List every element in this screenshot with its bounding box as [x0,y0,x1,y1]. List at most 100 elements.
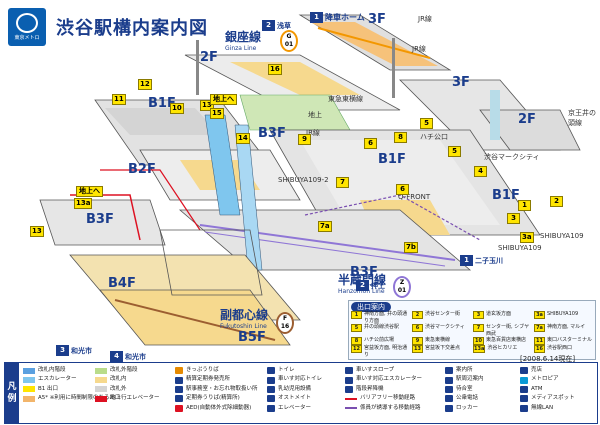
ginza-line-track [317,27,431,59]
header: 東京メトロ 渋谷駅構内案内図 [8,8,208,46]
exit-number: 1 [351,311,362,319]
exit-badge: 3 [507,213,520,224]
barrier-free-route-b2f [100,169,201,231]
exit-badge: 5 [448,146,461,157]
legend-label: AED(自動体外式除細動器) [186,404,252,411]
tokyo-metro-logo: 東京メトロ [8,8,46,46]
legend-swatch [23,395,35,402]
legend-item: AED(自動体外式除細動器) [175,404,258,413]
floor-label-b3f-left: B3F [86,212,114,227]
legend-label: B1 出口 [38,385,59,392]
exit-number: 7 [473,324,484,332]
place-shibuya109_2: SHIBUYA109-2 [278,176,329,184]
legend-item: バリアフリー移動経路 [345,394,422,403]
exit-number: 13a [473,345,486,353]
exit-number: 3a [534,311,545,319]
legend-line-icon [345,407,357,410]
floor-label-b3f-center: B3F [258,126,286,141]
legend-label: エスカレーター [38,376,77,383]
to-ground-label: 地上へ [76,186,103,197]
legend-icon [445,376,453,384]
exit-badge: 2 [550,196,563,207]
exit-badge: 14 [236,133,250,144]
legend-icon [175,395,183,403]
exit-number: 11 [534,337,545,345]
place-qfront: Q-FRONT [398,193,431,201]
legend-item: 係員が誘導する移動経路 [345,404,422,413]
floor-label-b1f-right: B1F [492,188,520,203]
legend-icon [175,376,183,384]
legend-swatch [23,367,35,374]
legend-item: トイレ [267,366,322,375]
legend-label: 乳幼児用設備 [278,385,312,392]
logo-text: 東京メトロ [14,35,40,41]
exit-badge: 11 [112,94,126,105]
legend-item: 改札内階段 [23,366,120,375]
legend-label: A5* ※利用に時間制限のある出口 [38,395,121,402]
direction-number: 2 [262,20,275,31]
legend-icon [445,395,453,403]
exit-number: 6 [412,324,423,332]
exit-text: 東口バスターミナル [547,337,593,343]
ginza-line-label: 銀座線 Ginza Line [225,28,261,52]
legend-item: 公衆電話 [445,394,484,403]
legend-item: 階段昇降機 [345,385,422,394]
exit-badge: 3a [520,232,534,243]
legend-item: 駅周辺案内 [445,375,484,384]
exit-badge: 7b [404,242,418,253]
exit-badge: 8 [394,132,407,143]
legend-item: 案内所 [445,366,484,375]
pillar-2 [392,38,395,98]
direction-text: 和光市 [71,346,92,355]
b1f-left-corridor [105,108,220,135]
exit-text: 渋谷マークシティ [425,324,465,330]
legend-label: 改札外 [110,385,127,392]
legend-col-6: 案内所駅周辺案内待合室公衆電話ロッカー [445,366,484,413]
legend-label: 駅周辺案内 [456,376,484,383]
legend-label: 精算定期券発売所 [186,376,231,383]
exit-number: 13 [412,345,423,353]
floor-label-3f-top: 3F [368,12,386,27]
legend-icon [445,367,453,375]
legend-icon [345,376,353,384]
exit-number: 5 [351,324,362,332]
floor-label-3f-right: 3F [452,75,470,90]
legend-item: ロッカー [445,404,484,413]
legend-icon [175,367,183,375]
legend-item: メディアスポット [520,394,575,403]
exit-text: SHIBUYA109 [547,311,579,317]
metro-m-icon [16,13,38,33]
legend-swatch [95,367,107,374]
legend-label: バリアフリー移動経路 [360,395,416,402]
direction-text: 和光市 [125,352,146,361]
exit-badge: 9 [298,134,311,145]
exit-number: 10 [473,337,484,345]
platform-number: 1 [310,12,323,23]
exit-badge: 6 [364,138,377,149]
place-jr3: JR線 [306,129,320,137]
legend-label: 案内所 [456,367,473,373]
station-map [39,14,581,346]
exit-badge: 7 [336,177,349,188]
date-stamp: [2008.6.14現在] [520,355,576,363]
legend-icon [520,367,528,375]
legend-col-1: 改札内階段エスカレーター B1 出口 A5* ※利用に時間制限のある出口 [23,366,120,404]
legend-icon [267,367,275,375]
guided-route [304,194,481,241]
legend-label: 改札内 [110,376,127,383]
legend-label: 車いす対応トイレ [278,376,323,383]
exit-text: 渋谷駅西口 [547,345,573,351]
exit-number: 12 [351,345,362,353]
place-tokyu: 東急東横線 [328,95,363,103]
